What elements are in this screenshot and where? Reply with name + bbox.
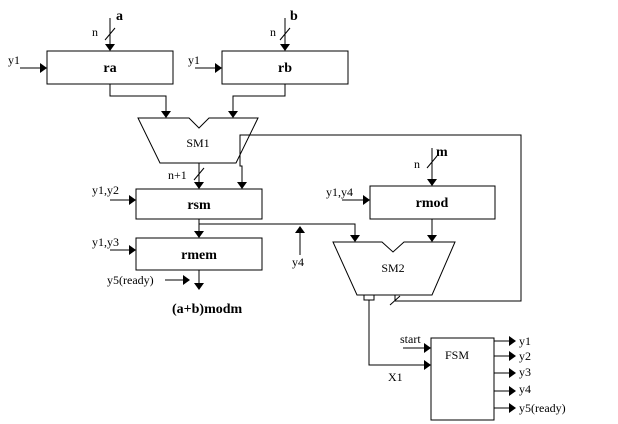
rmem-control-label: y1,y3 <box>92 235 119 249</box>
ra-register <box>46 50 174 85</box>
input-a-label: a <box>116 9 123 24</box>
sm2-carry-port <box>363 294 375 301</box>
fsm-out-y3-arrow <box>509 368 516 378</box>
ready-control-arrow <box>183 275 190 285</box>
y4-control-label: y4 <box>292 255 304 269</box>
ra-to-sm1-wire <box>109 84 167 112</box>
rsm-to-sm2-arrow <box>350 235 360 242</box>
fsm-out-y2-label: y2 <box>519 349 531 363</box>
sm1-adder <box>137 117 259 164</box>
input-b-bus <box>279 18 291 51</box>
x1-wire <box>368 300 424 366</box>
rb-control-arrow <box>215 63 222 73</box>
rb-to-sm1-wire <box>232 84 286 112</box>
rmod-label: rmod <box>416 196 449 211</box>
rsm-to-sm2-wire <box>198 219 356 236</box>
rmem-control-arrow <box>129 245 136 255</box>
start-arrow <box>424 343 431 353</box>
rsm-control-label: y1,y2 <box>92 183 119 197</box>
y4-control-arrow <box>295 226 305 233</box>
sm1-label: SM1 <box>186 136 209 150</box>
fsm-out-y2-arrow <box>509 351 516 361</box>
input-m-bus <box>426 148 438 186</box>
input-m-width-label: n <box>414 157 420 171</box>
fsm-out-y5-label: y5(ready) <box>519 401 566 415</box>
start-label: start <box>400 332 421 346</box>
ra-to-sm1-arrow <box>161 111 171 118</box>
fsm-out-y4-arrow <box>509 386 516 396</box>
rsm-control-arrow <box>129 195 136 205</box>
input-m-label: m <box>436 145 448 160</box>
fsm-block <box>430 337 495 421</box>
feedback-arrow <box>237 182 247 189</box>
rmod-control-label: y1,y4 <box>326 185 353 199</box>
rmem-register <box>135 237 263 271</box>
fsm-out-y1-label: y1 <box>519 334 531 348</box>
fsm-out-y4-label: y4 <box>519 382 531 396</box>
fsm-out-y3-label: y3 <box>519 365 531 379</box>
sm2-label: SM2 <box>381 261 404 275</box>
input-b-label: b <box>290 9 298 24</box>
rsm-to-rmem-arrow <box>194 231 204 238</box>
x1-label: X1 <box>388 370 403 384</box>
fsm-label: FSM <box>445 348 469 362</box>
rb-label: rb <box>278 61 292 76</box>
rmod-to-sm2-arrow <box>427 235 437 242</box>
ra-label: ra <box>103 61 116 76</box>
sm1-bus-tick <box>193 167 205 181</box>
sm1-to-rsm-arrow <box>194 182 204 189</box>
input-b-width-label: n <box>270 25 276 39</box>
x1-arrow <box>424 360 431 370</box>
input-a-width-label: n <box>92 25 98 39</box>
rb-control-label: y1 <box>188 53 200 67</box>
rmem-output-arrow <box>194 283 204 290</box>
ra-control-arrow <box>40 63 47 73</box>
rmod-register <box>369 185 496 220</box>
input-a-bus <box>104 18 116 51</box>
sm2-output-tick <box>389 295 401 306</box>
sm1-width-label: n+1 <box>168 168 187 182</box>
rsm-label: rsm <box>187 198 211 213</box>
fsm-out-y1-arrow <box>509 336 516 346</box>
ready-control-label: y5(ready) <box>107 273 154 287</box>
rmem-label: rmem <box>181 248 217 263</box>
fsm-out-y5-arrow <box>509 403 516 413</box>
ra-control-label: y1 <box>8 53 20 67</box>
rmod-control-arrow <box>363 195 370 205</box>
feedback-wire <box>239 134 522 302</box>
result-label: (a+b)modm <box>172 302 243 317</box>
rb-to-sm1-arrow <box>228 111 238 118</box>
